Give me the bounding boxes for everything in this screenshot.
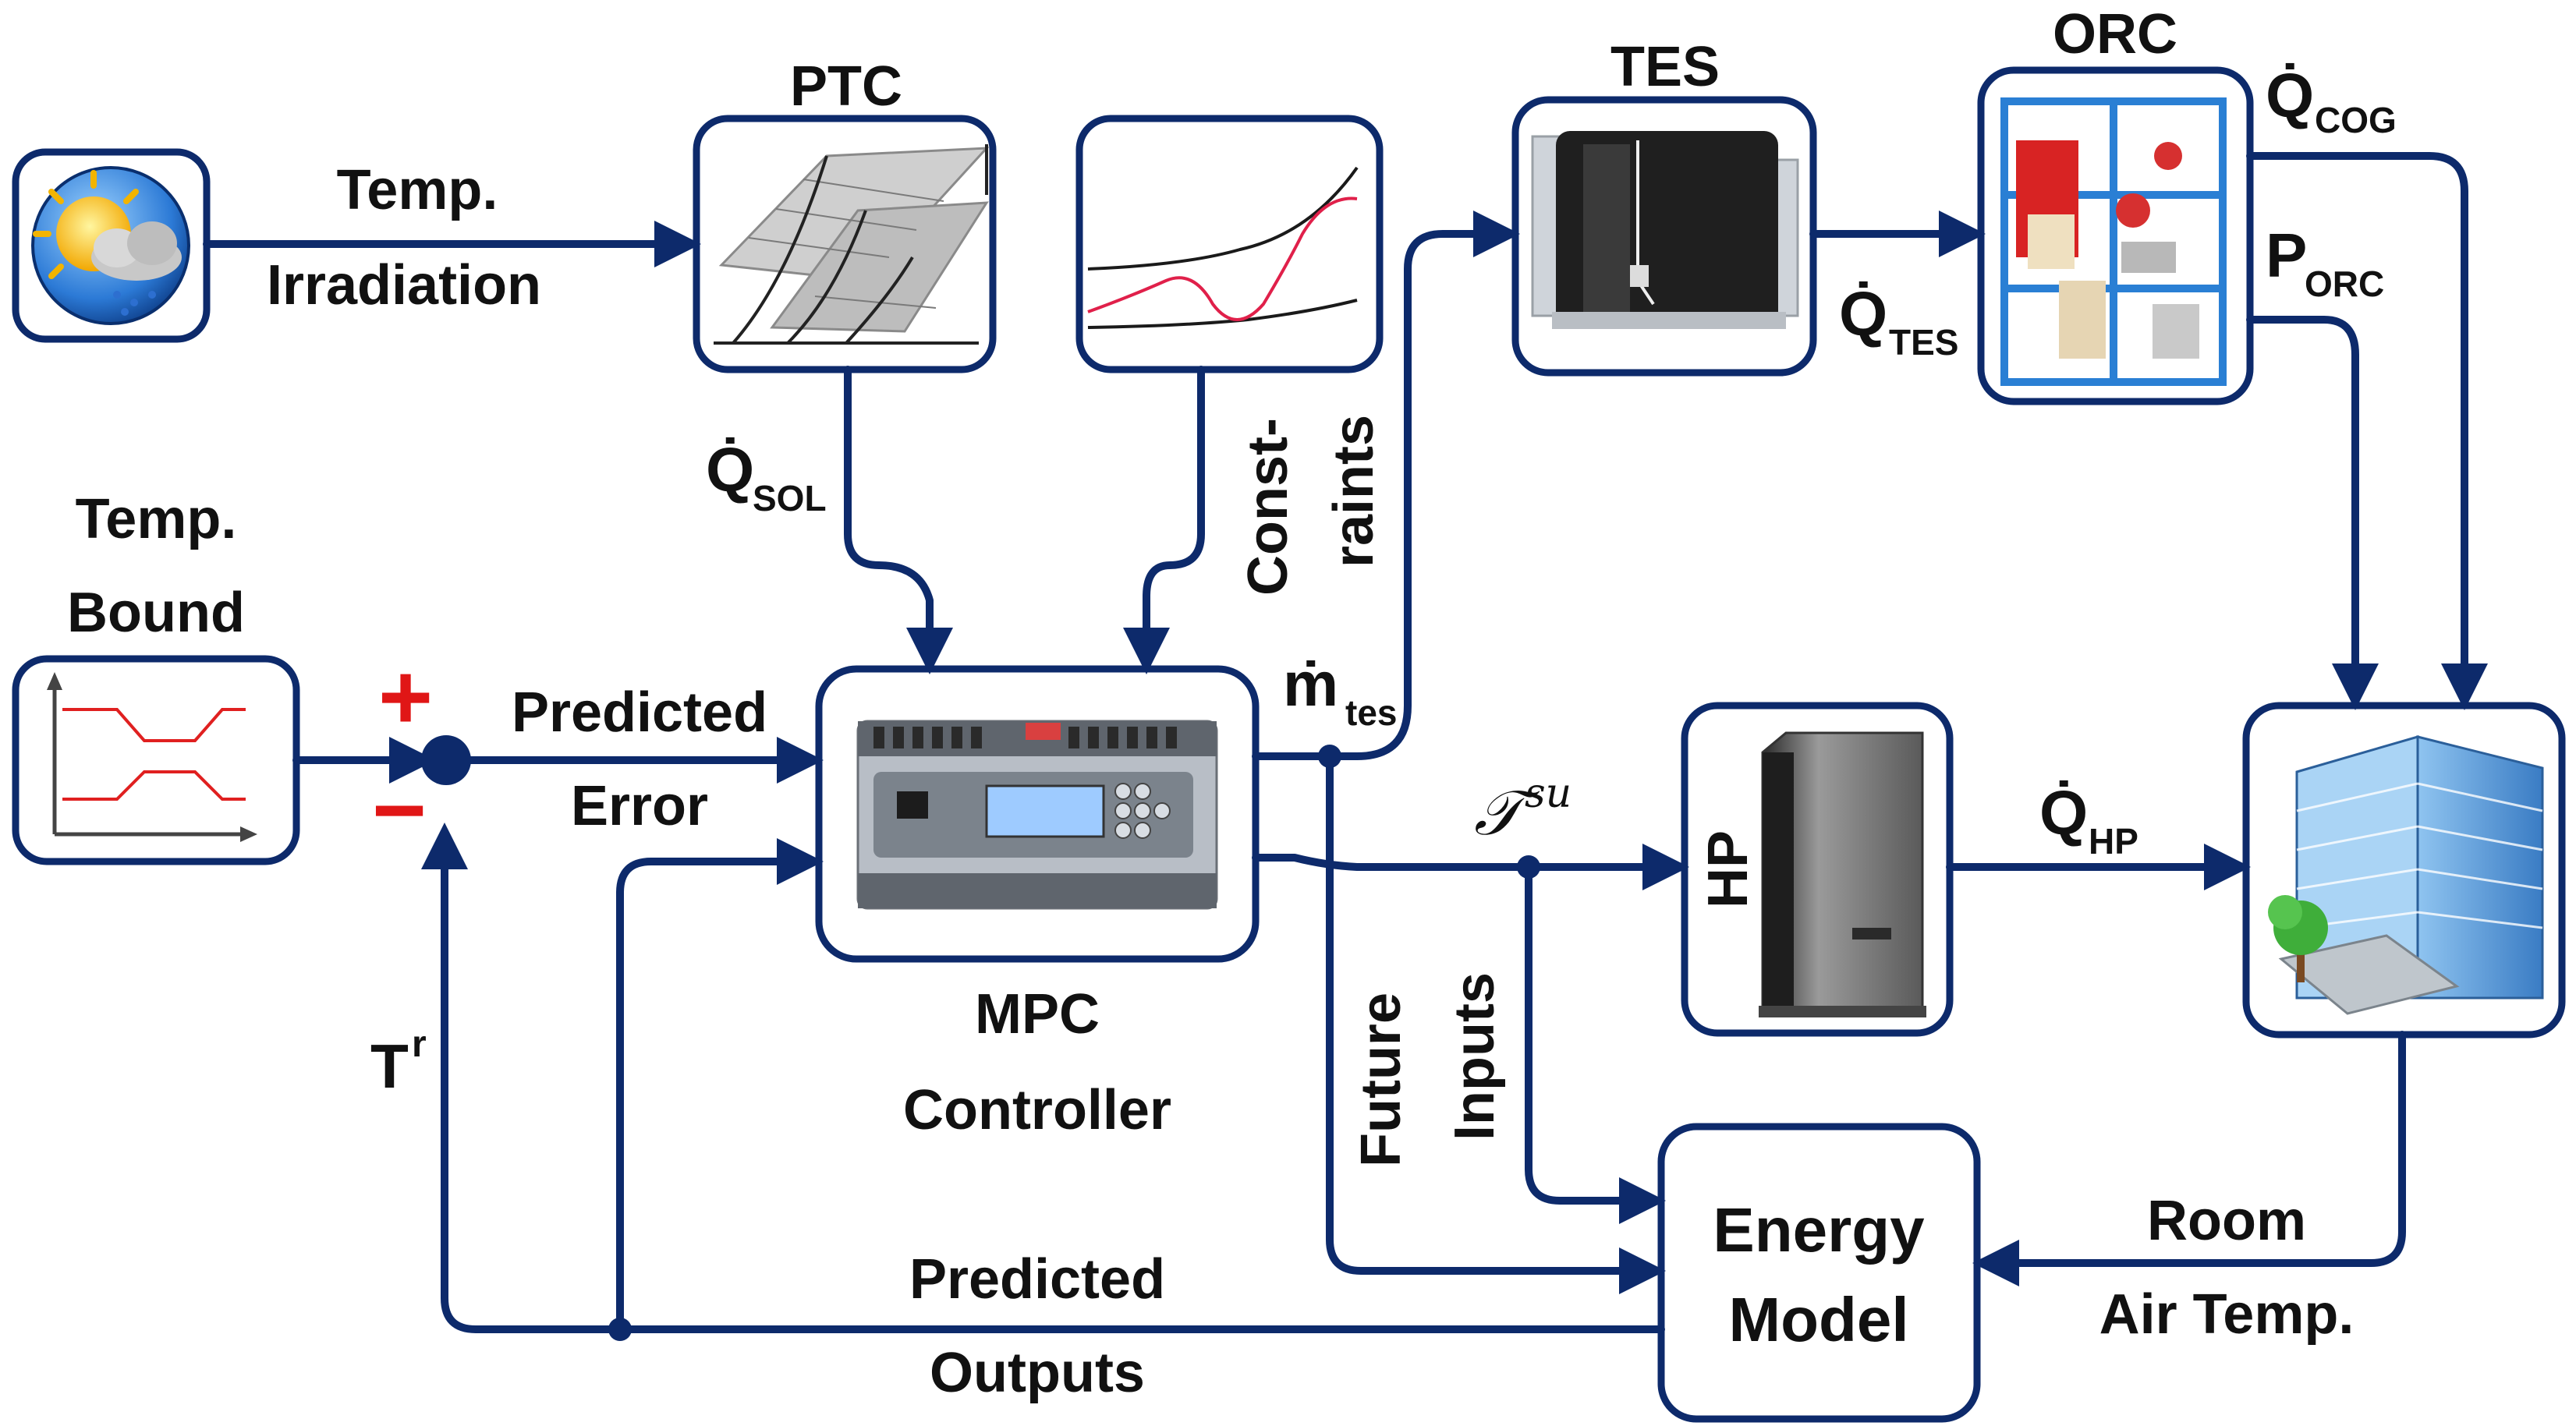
tes-label: TES [1610,36,1720,98]
solar-collector-icon [714,144,990,345]
ptc-label: PTC [790,55,902,118]
q-cog-symbol: Q̇ [2266,61,2314,130]
q-cog-subscript: COG [2315,100,2397,140]
constraints-chart-icon [1087,166,1359,329]
temp-bound-label-2: Bound [67,582,245,644]
inputs-label: Inputs [1444,972,1506,1141]
energy-model-box [1657,1123,1981,1423]
q-sol-symbol: Q̇ [706,435,754,504]
arrow-ptc-mpc [844,366,953,674]
constraints-label-2: raints [1323,415,1385,568]
t-r-symbol: T [370,1031,409,1101]
arrow-energy-feedback [421,823,1665,1333]
p-orc-subscript: ORC [2305,264,2384,304]
energy-model-label-1: Energy [1713,1195,1925,1265]
arrow-future-energy [1326,752,1666,1294]
minus-sign: − [372,758,427,862]
arrow-mpc-tes [1252,211,1520,760]
arrow-orc-building-qcog [2246,152,2488,710]
constraints-box [1075,115,1384,373]
building-icon [2268,735,2544,1015]
connectors [203,152,2488,1333]
q-hp-symbol: Q̇ [2039,778,2088,847]
arrow-mpc-hp [1252,844,1689,890]
junction-outputs [608,1318,632,1341]
m-tes-symbol: ṁ [1283,649,1338,719]
p-orc-symbol: P [2266,221,2307,290]
temp-label: Temp. [337,159,498,221]
t-su-superscript: su [1525,770,1571,817]
plus-sign: + [378,645,433,749]
predicted-error-label-2: Error [571,775,708,837]
arrow-constraints-mpc [1123,366,1205,674]
q-tes-symbol: Q̇ [1839,279,1887,349]
heat-pump-icon [1759,731,1926,1017]
arrow-outputs-mpc [616,838,824,1333]
predicted-error-label-1: Predicted [512,681,767,744]
mpc-controller-icon [856,720,1218,910]
room-air-temp-label-2: Air Temp. [2099,1283,2355,1346]
predicted-outputs-label-1: Predicted [909,1248,1165,1311]
t-r-superscript: r [412,1024,427,1065]
constraints-label-1: Const- [1237,418,1299,596]
q-sol-subscript: SOL [753,478,827,518]
predicted-outputs-label-2: Outputs [930,1342,1145,1404]
energy-model-label-2: Model [1728,1285,1908,1354]
temp-bound-chart-icon [47,672,257,842]
arrow-orc-building-porc [2246,316,2379,710]
tes-tank-icon [1531,131,1799,329]
m-tes-subscript: tes [1345,692,1397,733]
mpc-label-2: Controller [903,1079,1171,1141]
junction-mtes [1318,745,1341,768]
junction-tsu [1517,855,1540,879]
junctions [421,735,1540,1341]
hp-label: HP [1697,830,1759,908]
q-hp-subscript: HP [2089,821,2138,862]
temp-bound-label-1: Temp. [76,488,237,550]
orc-unit-icon [2000,97,2227,386]
q-tes-subscript: TES [1889,322,1958,363]
mpc-label-1: MPC [975,983,1100,1046]
orc-label: ORC [2053,3,2177,65]
arrow-inputs-energy [1525,863,1666,1224]
irradiation-label: Irradiation [267,254,541,317]
room-air-temp-label-1: Room [2147,1190,2306,1252]
future-label: Future [1350,993,1412,1167]
arrow-building-energy [1972,1031,2406,1286]
summing-junction [421,735,471,785]
weather-icon [31,166,190,325]
